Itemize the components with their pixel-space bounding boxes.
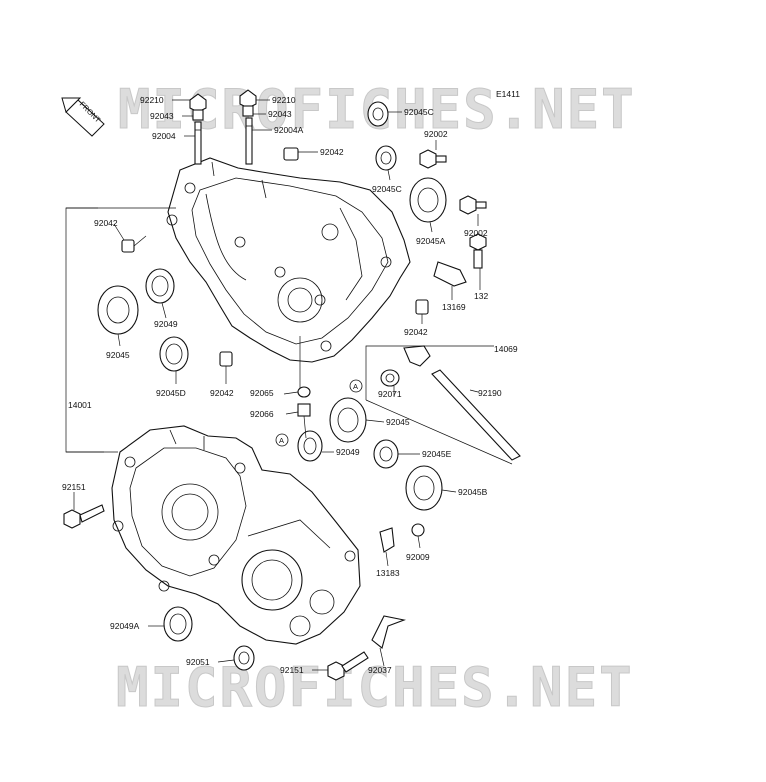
label-13183: 13183 [376, 568, 400, 578]
label-92042-a: 92042 [320, 147, 344, 157]
label-13169: 13169 [442, 302, 466, 312]
bracket-14001 [65, 207, 104, 453]
seal-92051 [233, 645, 255, 671]
plug-92066 [297, 403, 311, 417]
label-92051: 92051 [186, 657, 210, 667]
dowel-pin-left [121, 239, 135, 253]
label-92045A: 92045A [416, 236, 446, 246]
label-92071: 92071 [378, 389, 402, 399]
label-92210-b: 92210 [272, 95, 296, 105]
label-92002-b: 92002 [464, 228, 488, 238]
right-crankcase-half [166, 157, 411, 363]
front-arrow-icon: FRONT [61, 97, 105, 137]
left-crankcase-half [111, 425, 361, 645]
fitting-elbow-14069 [403, 345, 431, 367]
label-92045-b: 92045 [386, 417, 410, 427]
screw-92009 [411, 523, 425, 537]
part-labels: 92210 92043 92004 92210 92043 92004A 920… [62, 95, 518, 675]
label-92009: 92009 [406, 552, 430, 562]
label-92037: 92037 [368, 665, 392, 675]
label-132: 132 [474, 291, 488, 301]
label-92049A: 92049A [110, 621, 140, 631]
label-92210-a: 92210 [140, 95, 164, 105]
bolt-92002-lower [459, 195, 487, 215]
bearing-92045-mid [329, 397, 367, 443]
label-92049-b: 92049 [336, 447, 360, 457]
label-92004: 92004 [152, 131, 176, 141]
label-14069: 14069 [494, 344, 518, 354]
bearing-92045-left [97, 285, 139, 335]
bolt-132 [469, 233, 487, 269]
label-92045C-a: 92045C [404, 107, 434, 117]
ref-marker-a-lower: A [275, 433, 289, 447]
pipe-92190 [431, 369, 521, 461]
bearing-92045C-top [367, 101, 389, 127]
watermark-bottom: MICROFICHES.NET [116, 656, 634, 719]
label-92049-a: 92049 [154, 319, 178, 329]
label-92045B: 92045B [458, 487, 488, 497]
label-92045E: 92045E [422, 449, 452, 459]
label-92065: 92065 [250, 388, 274, 398]
label-92045C-b: 92045C [372, 184, 402, 194]
bolt-92151-left [63, 504, 105, 529]
seal-92049-upper [145, 268, 175, 304]
bearing-92045E [373, 439, 399, 469]
collar-92071 [380, 369, 400, 387]
bolt-92151-bottom [327, 651, 369, 681]
svg-text:A: A [279, 436, 284, 445]
label-92151-b: 92151 [280, 665, 304, 675]
bracket-14069 [365, 345, 494, 400]
label-92004A: 92004A [274, 125, 304, 135]
label-92043-b: 92043 [268, 109, 292, 119]
label-92042-c: 92042 [404, 327, 428, 337]
label-92190: 92190 [478, 388, 502, 398]
bearing-92045D [159, 336, 189, 372]
label-92045-a: 92045 [106, 350, 130, 360]
dowel-pin-top [283, 147, 299, 161]
dowel-pin-bottom [219, 351, 233, 367]
label-92042-b: 92042 [94, 218, 118, 228]
stud-92004A [239, 89, 257, 165]
ref-marker-a-upper: A [349, 379, 363, 393]
label-92151-a: 92151 [62, 482, 86, 492]
seal-92049-lower [297, 430, 323, 462]
label-92066: 92066 [250, 409, 274, 419]
dowel-pin-right [415, 299, 429, 315]
plate-13169 [433, 261, 467, 287]
washer-92065 [297, 386, 311, 398]
diagram-code: E1411 [496, 89, 520, 99]
label-92045D: 92045D [156, 388, 186, 398]
clamp-92037 [371, 615, 406, 649]
leader-lines [73, 99, 481, 671]
label-14001: 14001 [68, 400, 92, 410]
bolt-92002-upper [419, 149, 447, 169]
label-92002-a: 92002 [424, 129, 448, 139]
label-92042-d: 92042 [210, 388, 234, 398]
label-92043-a: 92043 [150, 111, 174, 121]
plate-13183 [379, 527, 395, 553]
stud-92004 [189, 93, 207, 165]
bearing-92045C-mid [375, 145, 397, 171]
svg-text:A: A [353, 382, 358, 391]
bearing-92045B [405, 465, 443, 511]
bearing-92045A [409, 177, 447, 223]
seal-92049A [163, 606, 193, 642]
